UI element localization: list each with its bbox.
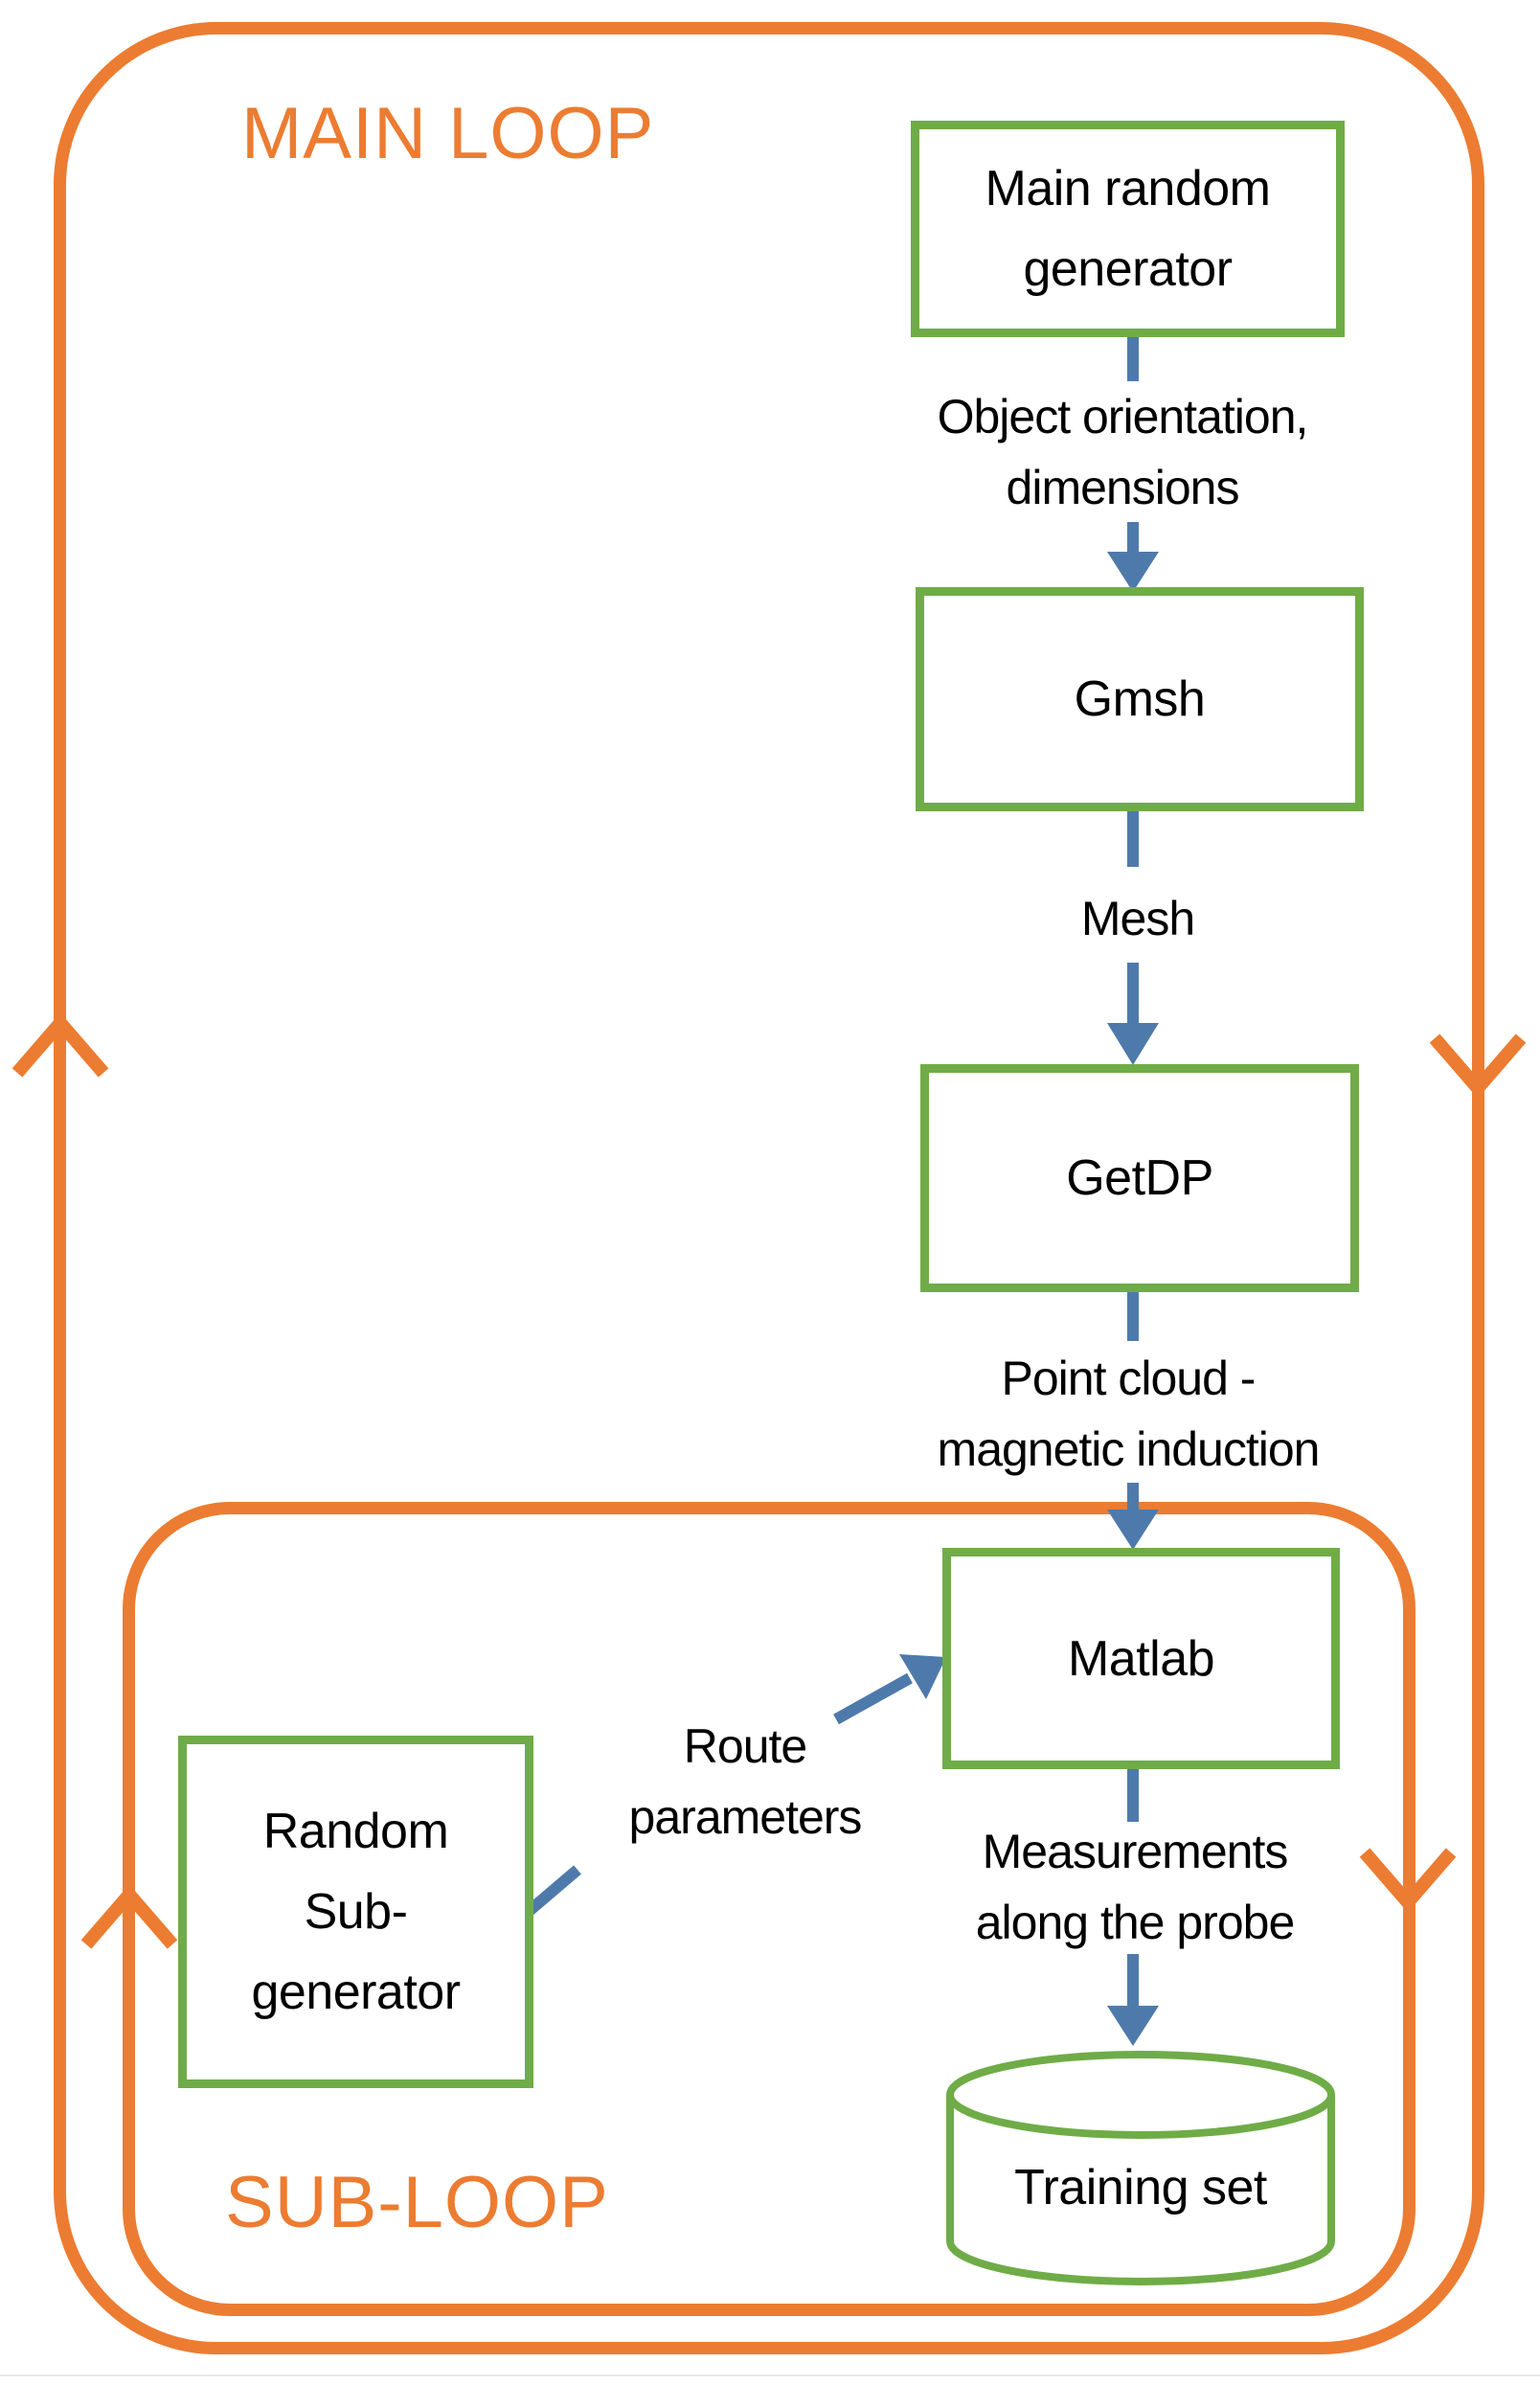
arrow-down-icon	[1107, 1510, 1159, 1550]
node-gmsh: Gmsh	[916, 587, 1364, 811]
edge-label-line: dimensions	[1006, 461, 1240, 514]
edge-label-line: along the probe	[975, 1896, 1296, 1949]
node-label-line: Random	[262, 1804, 449, 1859]
chevron-up-icon	[11, 1012, 109, 1078]
edge-label-line: Mesh	[1080, 892, 1195, 945]
edge-label-measurements: Measurements along the probe	[975, 1816, 1296, 1958]
node-label-line: Matlab	[1067, 1630, 1215, 1687]
node-label-line: GetDP	[1066, 1150, 1213, 1206]
node-label-line: generator	[251, 1965, 461, 2020]
database-cylinder-icon	[946, 2051, 1335, 2285]
sub-loop-label: SUB-LOOP	[225, 2162, 609, 2243]
node-label-line: Gmsh	[1074, 671, 1206, 727]
chevron-down-icon	[1359, 1848, 1457, 1913]
edge-label-object-orientation: Object orientation, dimensions	[937, 381, 1309, 523]
node-training-set-label: Training set	[1014, 2160, 1267, 2216]
connector-route-to-matlab	[833, 1672, 913, 1725]
chevron-up-icon	[80, 1884, 178, 1949]
main-loop-label: MAIN LOOP	[241, 93, 655, 174]
node-label-line: Sub-	[304, 1884, 408, 1940]
node-main-random-generator: Main random generator	[911, 121, 1345, 337]
edge-label-line: Route	[683, 1719, 807, 1773]
edge-label-line: Object orientation,	[937, 390, 1309, 443]
bottom-hairline	[0, 2375, 1540, 2376]
edge-label-line: magnetic induction	[937, 1422, 1321, 1476]
arrow-down-icon	[1107, 552, 1159, 592]
edge-label-line: parameters	[628, 1790, 863, 1844]
node-label-line: generator	[1023, 241, 1233, 297]
arrow-down-icon	[1107, 1023, 1159, 1065]
chevron-down-icon	[1429, 1034, 1527, 1099]
edge-label-line: Point cloud -	[1001, 1352, 1257, 1405]
arrow-down-icon	[1107, 2006, 1159, 2046]
main-loop-outline	[54, 22, 1484, 2354]
node-random-sub-generator: Random Sub- generator	[178, 1736, 533, 2088]
node-matlab: Matlab	[942, 1548, 1340, 1769]
node-getdp: GetDP	[920, 1064, 1359, 1292]
arrow-up-right-icon	[899, 1654, 946, 1699]
connector-subgen-stub	[522, 1865, 581, 1919]
edge-label-mesh: Mesh	[1080, 883, 1195, 954]
edge-label-route-parameters: Route parameters	[628, 1711, 863, 1852]
node-label-line: Main random	[985, 161, 1271, 216]
edge-label-line: Measurements	[982, 1825, 1289, 1878]
edge-label-point-cloud: Point cloud - magnetic induction	[937, 1343, 1321, 1485]
